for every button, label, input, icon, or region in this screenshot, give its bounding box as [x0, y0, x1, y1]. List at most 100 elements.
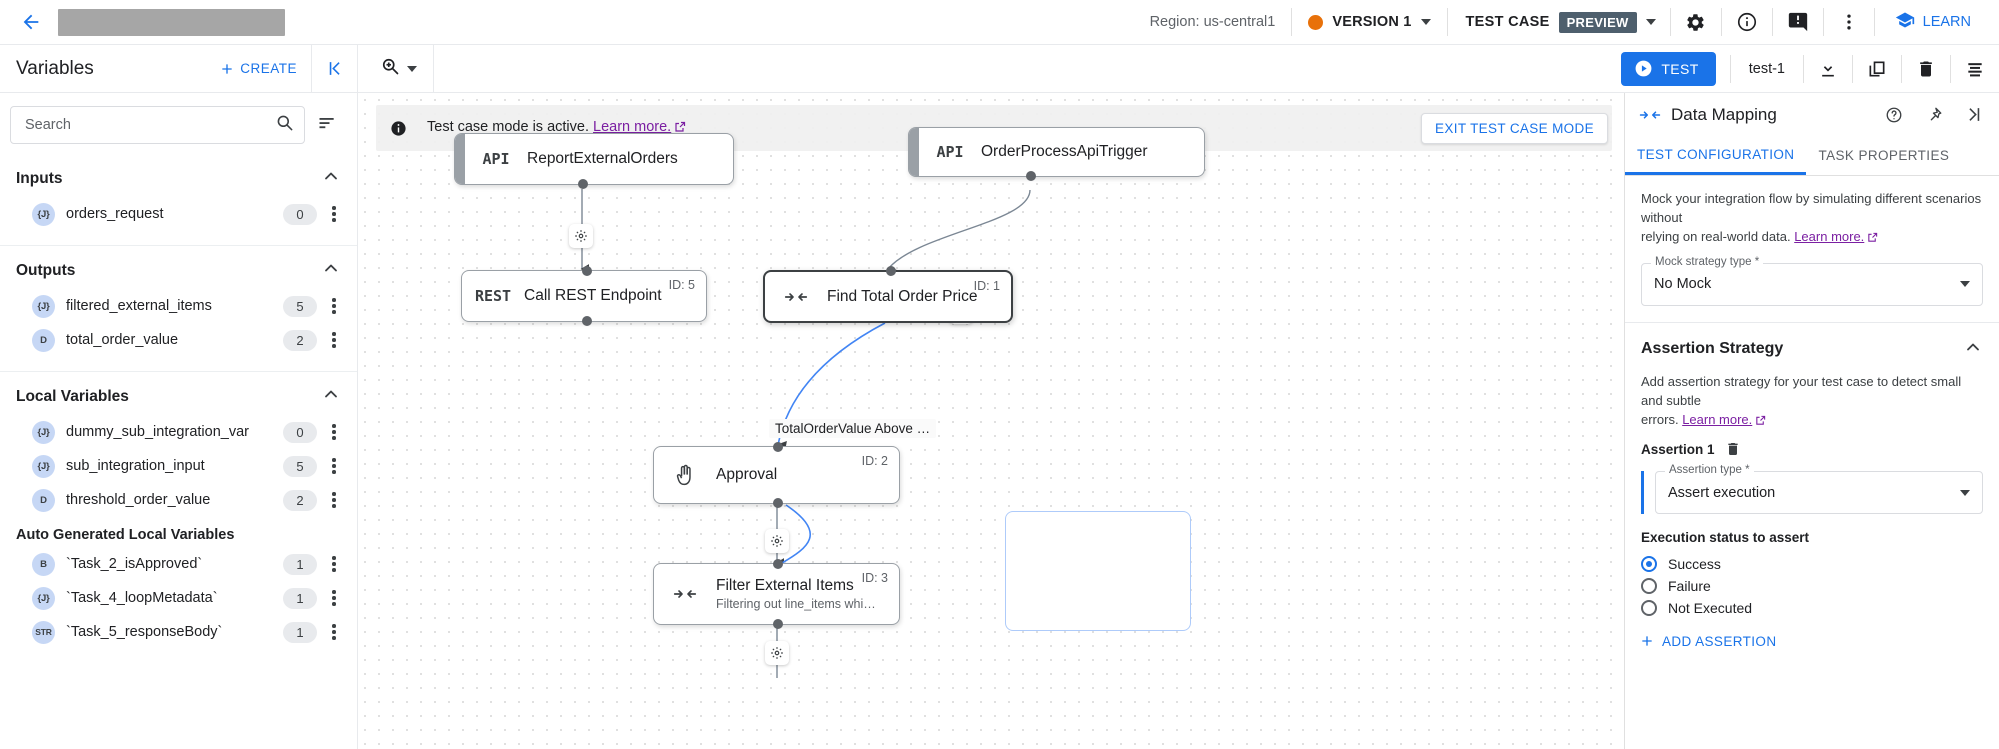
exit-test-case-mode-button[interactable]: EXIT TEST CASE MODE	[1421, 113, 1608, 144]
list-item[interactable]: STR `Task_5_responseBody` 1	[0, 615, 357, 649]
node-port-out[interactable]	[773, 498, 783, 508]
node-report-external-orders[interactable]: API ReportExternalOrders	[454, 133, 734, 189]
gear-icon[interactable]	[1671, 0, 1721, 45]
list-item[interactable]: {J} sub_integration_input 5	[0, 449, 357, 483]
more-vert-icon[interactable]	[321, 492, 347, 508]
integration-canvas[interactable]: Test case mode is active. Learn more. EX…	[358, 93, 1624, 749]
copy-icon[interactable]	[1853, 45, 1901, 93]
radio-label: Success	[1668, 556, 1721, 573]
learn-button[interactable]: LEARN	[1875, 10, 1985, 34]
variable-count-badge: 2	[283, 329, 317, 351]
node-port-in[interactable]	[886, 266, 896, 276]
data-mapping-icon	[765, 288, 827, 306]
variables-section-inputs: Inputs {J} orders_request 0	[0, 154, 357, 246]
node-label: OrderProcessApiTrigger	[981, 143, 1148, 160]
version-status-dot	[1308, 14, 1324, 30]
collapse-panel-icon[interactable]	[311, 44, 357, 93]
more-vert-icon[interactable]	[321, 624, 347, 640]
edge-gear-icon[interactable]	[765, 641, 789, 665]
node-placeholder-box[interactable]	[1005, 511, 1191, 631]
node-filter-external-items[interactable]: Filter External Items Filtering out line…	[653, 559, 900, 629]
list-item[interactable]: {J} dummy_sub_integration_var 0	[0, 415, 357, 449]
more-vert-icon[interactable]	[321, 332, 347, 348]
list-item[interactable]: D total_order_value 2	[0, 323, 357, 357]
delete-icon[interactable]	[1725, 441, 1741, 457]
node-port-out[interactable]	[578, 179, 588, 189]
tab-test-configuration[interactable]: TEST CONFIGURATION	[1625, 136, 1807, 175]
variable-count-badge: 0	[283, 203, 317, 225]
more-vert-icon[interactable]	[321, 458, 347, 474]
node-port-in[interactable]	[582, 266, 592, 276]
test-name-label[interactable]: test-1	[1748, 60, 1785, 77]
variable-name: orders_request	[66, 206, 164, 222]
radio-success[interactable]: Success	[1625, 553, 1999, 575]
info-icon[interactable]	[1722, 0, 1772, 45]
create-variable-button[interactable]: CREATE	[219, 61, 311, 77]
test-button[interactable]: TEST	[1621, 51, 1716, 86]
node-port-in[interactable]	[773, 559, 783, 569]
radio-icon	[1641, 600, 1657, 617]
test-label: TEST	[1661, 60, 1699, 77]
node-find-total-order-price[interactable]: Find Total Order Price ID: 1	[763, 266, 1013, 323]
radio-not-executed[interactable]: Not Executed	[1625, 597, 1999, 619]
test-case-label: TEST CASE	[1465, 14, 1550, 30]
more-vert-icon[interactable]	[321, 556, 347, 572]
node-order-process-api-trigger[interactable]: API OrderProcessApiTrigger	[908, 127, 1205, 181]
learn-more-link[interactable]: Learn more.	[593, 119, 672, 135]
pin-icon[interactable]	[1919, 96, 1949, 134]
section-header-local-variables[interactable]: Local Variables	[0, 376, 357, 415]
more-vert-icon[interactable]	[1824, 0, 1874, 45]
edge-gear-icon[interactable]	[765, 529, 789, 553]
test-case-selector[interactable]: TEST CASE PREVIEW	[1448, 11, 1670, 33]
variables-section-local: Local Variables {J} dummy_sub_integratio…	[0, 372, 357, 663]
top-header: Region: us-central1 VERSION 1 TEST CASE …	[0, 0, 1999, 45]
node-call-rest-endpoint[interactable]: REST Call REST Endpoint ID: 5	[461, 266, 707, 326]
list-item[interactable]: {J} `Task_4_loopMetadata` 1	[0, 581, 357, 615]
radio-failure[interactable]: Failure	[1625, 575, 1999, 597]
more-vert-icon[interactable]	[321, 298, 347, 314]
delete-icon[interactable]	[1902, 45, 1950, 93]
edge-condition-label[interactable]: TotalOrderValue Above …	[769, 419, 937, 438]
more-vert-icon[interactable]	[321, 590, 347, 606]
feedback-icon[interactable]	[1773, 0, 1823, 45]
tab-task-properties[interactable]: TASK PROPERTIES	[1818, 148, 1950, 163]
download-icon[interactable]	[1804, 45, 1852, 93]
list-icon[interactable]	[1951, 45, 1999, 93]
node-port-out[interactable]	[773, 619, 783, 629]
variable-count-badge: 2	[283, 489, 317, 511]
assertion-strategy-header[interactable]: Assertion Strategy	[1625, 323, 1999, 362]
more-vert-icon[interactable]	[321, 424, 347, 440]
node-port-out[interactable]	[582, 316, 592, 326]
search-box[interactable]	[10, 106, 305, 144]
edge-gear-icon[interactable]	[569, 224, 593, 248]
assertion-type-select[interactable]: Assertion type * Assert execution	[1655, 464, 1983, 515]
variable-count-badge: 1	[283, 553, 317, 575]
list-item[interactable]: D threshold_order_value 2	[0, 483, 357, 517]
list-item[interactable]: {J} orders_request 0	[0, 197, 357, 231]
version-selector[interactable]: VERSION 1	[1292, 14, 1446, 30]
zoom-control[interactable]	[358, 44, 434, 93]
sort-icon[interactable]	[313, 109, 341, 142]
node-approval[interactable]: Approval ID: 2	[653, 442, 900, 508]
chevron-down-icon	[1645, 19, 1656, 25]
variables-header: Variables CREATE	[0, 44, 358, 93]
assertion-type-label: Assertion type *	[1665, 464, 1754, 477]
add-assertion-button[interactable]: ADD ASSERTION	[1639, 633, 1983, 649]
learn-more-link[interactable]: Learn more.	[1682, 412, 1753, 428]
radio-label: Failure	[1668, 578, 1711, 595]
back-arrow-icon[interactable]	[14, 5, 48, 39]
divider	[1771, 8, 1773, 36]
collapse-right-icon[interactable]	[1959, 96, 1989, 134]
node-port-out[interactable]	[1026, 171, 1036, 181]
learn-more-link[interactable]: Learn more.	[1794, 229, 1865, 245]
list-item[interactable]: B `Task_2_isApproved` 1	[0, 547, 357, 581]
section-header-outputs[interactable]: Outputs	[0, 250, 357, 289]
section-header-inputs[interactable]: Inputs	[0, 158, 357, 197]
mock-strategy-select[interactable]: Mock strategy type * No Mock	[1641, 255, 1983, 306]
list-item[interactable]: {J} filtered_external_items 5	[0, 289, 357, 323]
node-port-in[interactable]	[773, 442, 783, 452]
search-input[interactable]	[25, 117, 275, 133]
more-vert-icon[interactable]	[321, 206, 347, 222]
help-icon[interactable]	[1879, 96, 1909, 134]
divider	[1669, 8, 1671, 36]
